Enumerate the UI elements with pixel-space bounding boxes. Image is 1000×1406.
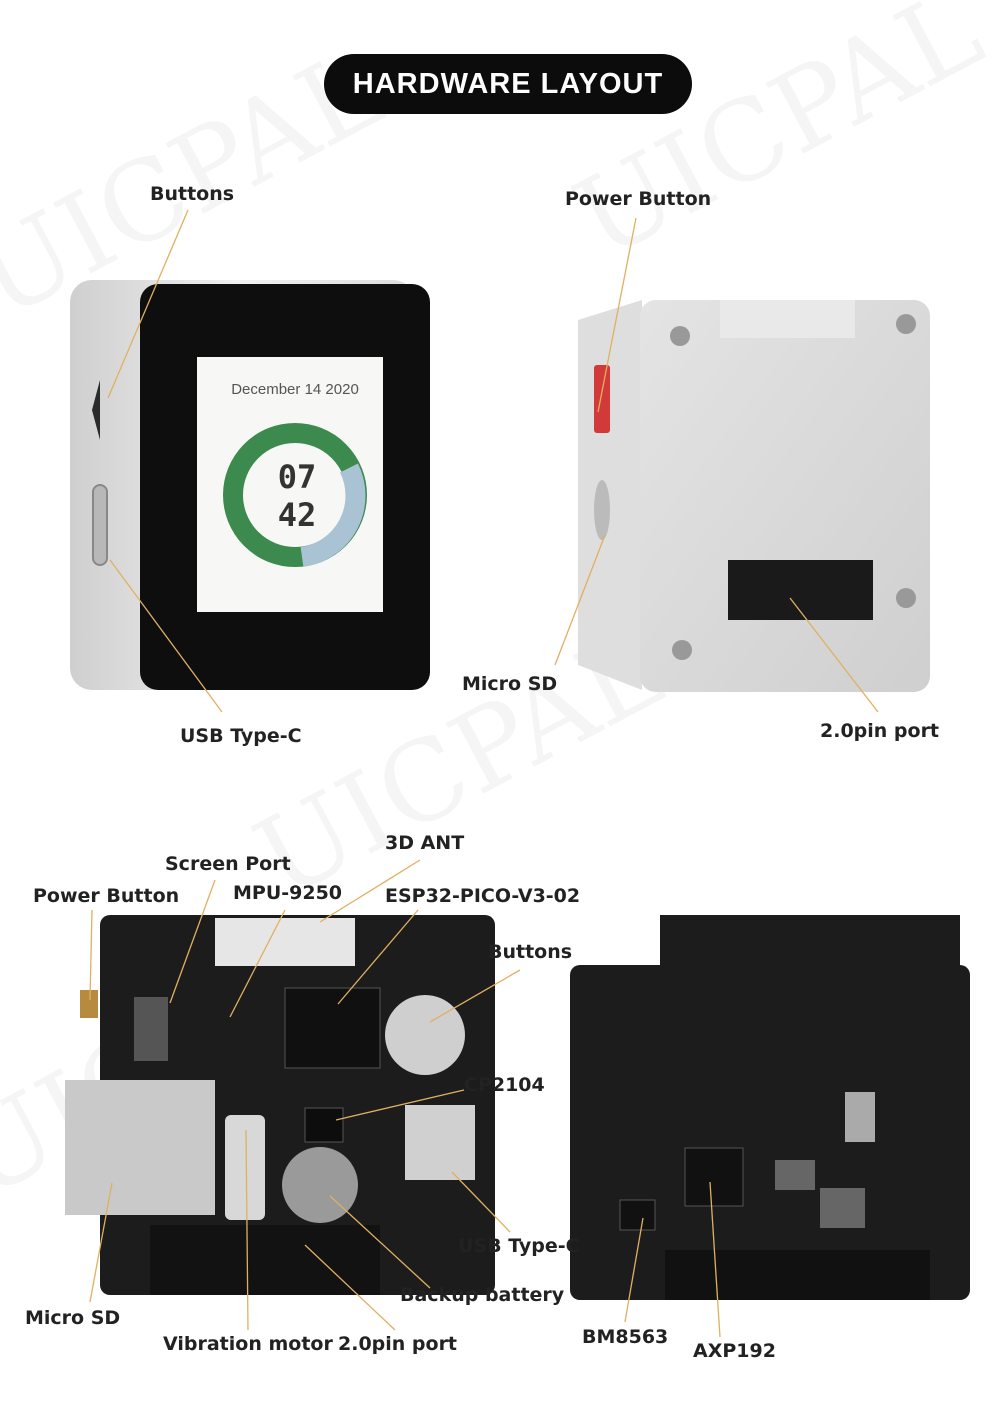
leader-lines (89, 209, 879, 1338)
label-pcb-mpu: MPU-9250 (233, 882, 343, 904)
side-button-icon (92, 380, 100, 440)
microsd-slot-icon (65, 1080, 215, 1215)
label-pcb-microsd: Micro SD (25, 1307, 121, 1329)
back-device (578, 300, 930, 692)
label-pcb-axp192: AXP192 (693, 1340, 776, 1362)
label-pcb-cp2104: CP2104 (464, 1074, 545, 1096)
label-pcb-battery: Backup battery (400, 1284, 565, 1306)
label-back-power: Power Button (565, 188, 712, 210)
label-front-buttons: Buttons (150, 183, 235, 205)
power-button-icon (594, 365, 610, 433)
label-back-microsd: Micro SD (462, 673, 558, 695)
usb-port-icon (405, 1105, 475, 1180)
label-back-pin: 2.0pin port (820, 720, 940, 742)
label-pcb-screen-port: Screen Port (165, 853, 291, 875)
microsd-slot-icon (594, 480, 610, 540)
screen-minute: 42 (278, 496, 317, 534)
screen-hour: 07 (278, 458, 317, 496)
usb-port-icon (92, 484, 108, 566)
button-icon (385, 995, 465, 1075)
label-pcb-usb: USB Type-C (458, 1235, 580, 1257)
power-button-icon (80, 990, 98, 1018)
front-device (70, 280, 430, 690)
page-title: HARDWARE LAYOUT (324, 54, 692, 114)
label-front-usb: USB Type-C (180, 725, 302, 747)
label-pcb-ant: 3D ANT (385, 832, 465, 854)
screen-date: December 14 2020 (231, 381, 359, 398)
label-pcb-vibration: Vibration motor (163, 1333, 333, 1355)
label-pcb-power: Power Button (33, 885, 180, 907)
label-pcb-esp: ESP32-PICO-V3-02 (385, 885, 581, 907)
pcb-front (65, 915, 495, 1295)
pcb-back (570, 915, 970, 1300)
label-pcb-pin: 2.0pin port (338, 1333, 458, 1355)
label-pcb-buttons: Buttons (488, 941, 573, 963)
vibration-motor-icon (225, 1115, 265, 1220)
label-pcb-bm8563: BM8563 (582, 1326, 669, 1348)
